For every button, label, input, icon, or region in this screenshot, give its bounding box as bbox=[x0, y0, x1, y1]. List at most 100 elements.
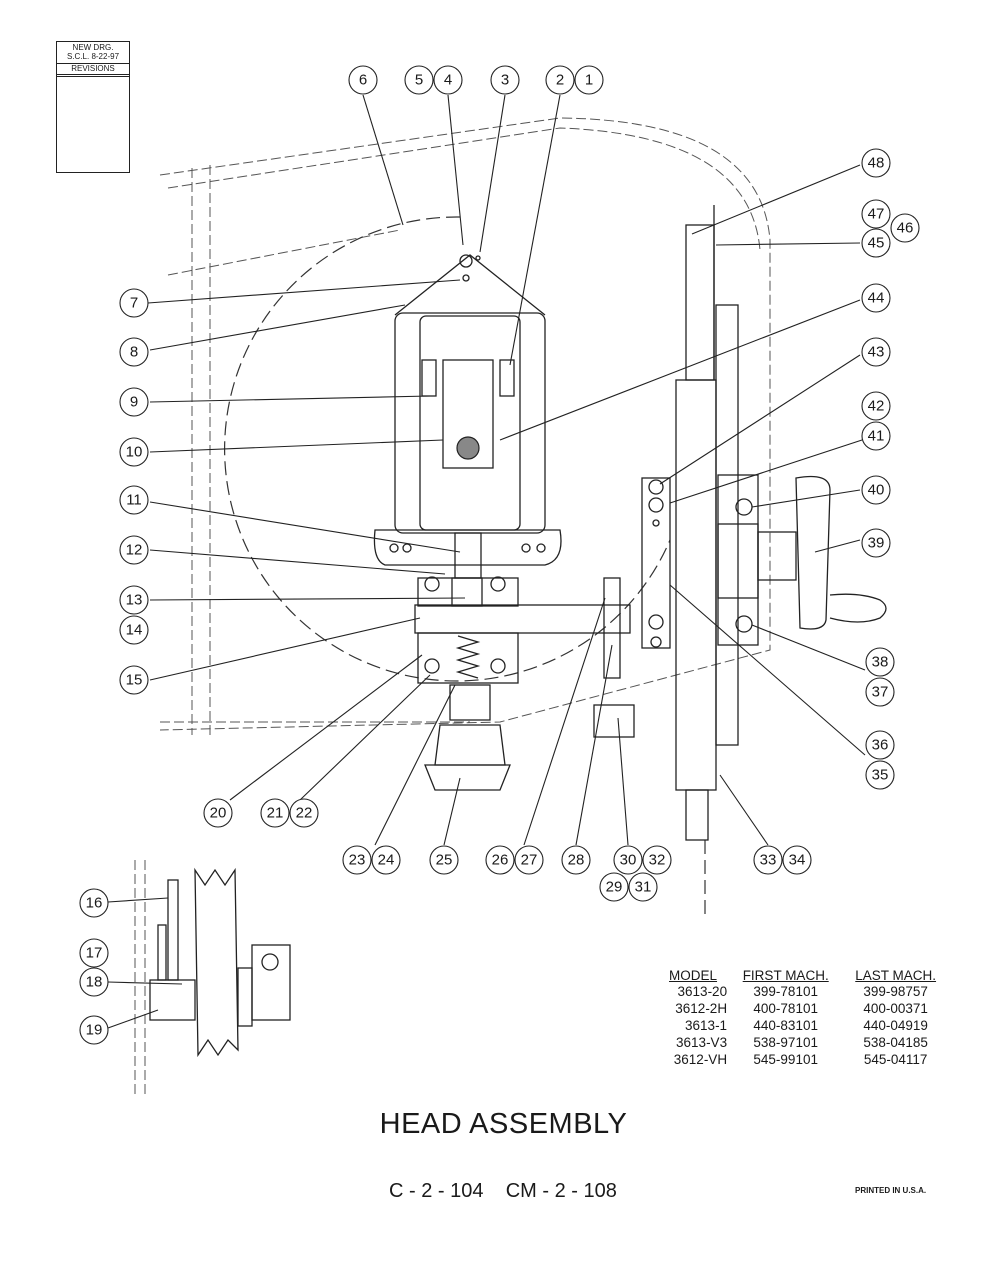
svg-text:16: 16 bbox=[86, 895, 103, 912]
callout-7: 7 bbox=[119, 288, 149, 318]
callout-18: 18 bbox=[79, 967, 109, 997]
leader-lines bbox=[107, 94, 866, 1029]
callout-46: 46 bbox=[890, 213, 920, 243]
callout-44: 44 bbox=[861, 283, 891, 313]
svg-text:4: 4 bbox=[444, 72, 452, 89]
callout-13: 13 bbox=[119, 585, 149, 615]
header-last-mach: LAST MACH. bbox=[855, 968, 937, 983]
callout-37: 37 bbox=[865, 677, 895, 707]
callout-19: 19 bbox=[79, 1015, 109, 1045]
svg-text:25: 25 bbox=[436, 852, 453, 869]
cell-first: 440-83101 bbox=[753, 1018, 818, 1033]
callout-1: 1 bbox=[574, 65, 604, 95]
svg-text:5: 5 bbox=[415, 72, 423, 89]
svg-text:20: 20 bbox=[210, 805, 227, 822]
callout-45: 45 bbox=[861, 228, 891, 258]
svg-text:45: 45 bbox=[868, 235, 885, 252]
svg-text:40: 40 bbox=[868, 482, 885, 499]
callout-47: 47 bbox=[861, 199, 891, 229]
svg-text:19: 19 bbox=[86, 1022, 103, 1039]
cell-model: 3613-V3 bbox=[676, 1035, 728, 1050]
callout-39: 39 bbox=[861, 528, 891, 558]
callout-17: 17 bbox=[79, 938, 109, 968]
cell-model: 3613-1 bbox=[685, 1018, 728, 1033]
table-row: 3613-V3 538-97101 538-04185 bbox=[657, 1034, 949, 1051]
svg-text:9: 9 bbox=[130, 394, 138, 411]
callout-32: 32 bbox=[642, 845, 672, 875]
callout-26: 26 bbox=[485, 845, 515, 875]
cell-model: 3612-VH bbox=[673, 1052, 728, 1067]
callout-28: 28 bbox=[561, 845, 591, 875]
wheel-circle bbox=[224, 216, 671, 682]
svg-text:2: 2 bbox=[556, 72, 564, 89]
revision-line-1: NEW DRG. bbox=[72, 43, 114, 52]
revisions-label: REVISIONS bbox=[57, 64, 129, 77]
svg-text:39: 39 bbox=[868, 535, 885, 552]
svg-text:35: 35 bbox=[872, 767, 889, 784]
callout-23: 23 bbox=[342, 845, 372, 875]
callout-48: 48 bbox=[861, 148, 891, 178]
callout-6: 6 bbox=[348, 65, 378, 95]
callout-41: 41 bbox=[861, 421, 891, 451]
detail-view bbox=[134, 860, 291, 1095]
callout-2: 2 bbox=[545, 65, 575, 95]
cell-last: 399-98757 bbox=[863, 984, 928, 999]
cell-last: 545-04117 bbox=[863, 1052, 928, 1067]
svg-text:34: 34 bbox=[789, 852, 806, 869]
cell-first: 400-78101 bbox=[753, 1001, 818, 1016]
callout-20: 20 bbox=[203, 798, 233, 828]
callout-3: 3 bbox=[490, 65, 520, 95]
svg-text:43: 43 bbox=[868, 344, 885, 361]
svg-text:32: 32 bbox=[649, 852, 666, 869]
svg-text:41: 41 bbox=[868, 428, 885, 445]
callout-34: 34 bbox=[782, 845, 812, 875]
callout-8: 8 bbox=[119, 337, 149, 367]
callout-12: 12 bbox=[119, 535, 149, 565]
callout-21: 21 bbox=[260, 798, 290, 828]
svg-text:48: 48 bbox=[868, 155, 885, 172]
svg-text:21: 21 bbox=[267, 805, 284, 822]
frame-outline bbox=[159, 117, 771, 915]
svg-text:11: 11 bbox=[126, 492, 142, 509]
callout-25: 25 bbox=[429, 845, 459, 875]
svg-text:17: 17 bbox=[86, 945, 103, 962]
svg-text:7: 7 bbox=[130, 295, 138, 312]
svg-text:47: 47 bbox=[868, 206, 885, 223]
cell-first: 538-97101 bbox=[753, 1035, 818, 1050]
drawing-title-text: HEAD ASSEMBLY bbox=[379, 1108, 628, 1140]
cell-first: 545-99101 bbox=[753, 1052, 818, 1067]
callout-36: 36 bbox=[865, 730, 895, 760]
svg-text:24: 24 bbox=[378, 852, 395, 869]
cell-model: 3613-20 bbox=[677, 984, 728, 999]
svg-text:18: 18 bbox=[86, 974, 103, 991]
svg-text:23: 23 bbox=[349, 852, 366, 869]
svg-text:44: 44 bbox=[868, 290, 885, 307]
callout-29: 29 bbox=[599, 872, 629, 902]
callout-38: 38 bbox=[865, 647, 895, 677]
revision-header: NEW DRG. S.C.L. 8-22-97 bbox=[57, 42, 129, 64]
svg-text:3: 3 bbox=[501, 72, 509, 89]
callout-43: 43 bbox=[861, 337, 891, 367]
guide-post bbox=[641, 205, 887, 841]
svg-text:28: 28 bbox=[568, 852, 585, 869]
head-housing bbox=[373, 254, 562, 579]
callout-9: 9 bbox=[119, 387, 149, 417]
table-header-row: MODEL FIRST MACH. LAST MACH. bbox=[657, 968, 949, 983]
svg-text:36: 36 bbox=[872, 737, 889, 754]
cell-last: 538-04185 bbox=[863, 1035, 928, 1050]
header-first-mach: FIRST MACH. bbox=[742, 968, 829, 983]
callout-11: 11 bbox=[119, 485, 149, 515]
callout-24: 24 bbox=[371, 845, 401, 875]
svg-text:30: 30 bbox=[620, 852, 637, 869]
callout-31: 31 bbox=[628, 872, 658, 902]
svg-text:1: 1 bbox=[585, 72, 593, 89]
revision-line-2: S.C.L. 8-22-97 bbox=[66, 52, 120, 61]
svg-text:26: 26 bbox=[492, 852, 509, 869]
svg-text:12: 12 bbox=[126, 542, 143, 559]
svg-text:10: 10 bbox=[126, 444, 143, 461]
svg-text:15: 15 bbox=[126, 672, 143, 689]
drawing-numbers: C - 2 - 104 CM - 2 - 108 bbox=[389, 1180, 617, 1202]
